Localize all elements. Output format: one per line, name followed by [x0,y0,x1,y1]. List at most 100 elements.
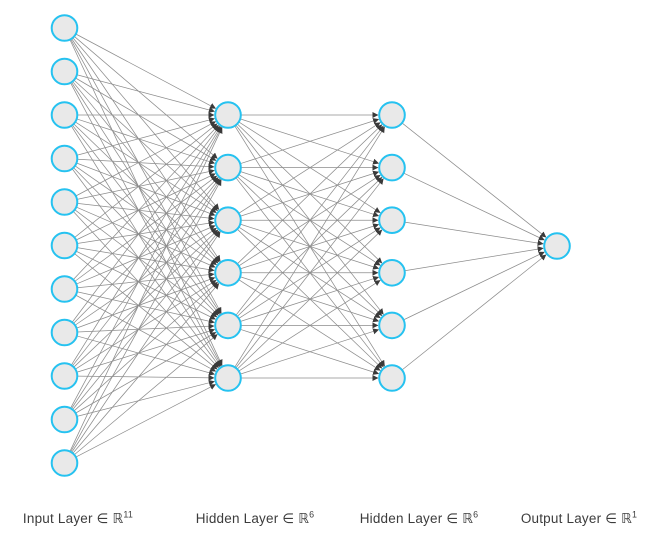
edge [75,121,216,197]
neuron-hidden-1-1 [214,101,242,129]
edge [75,250,216,320]
neuron-input-7 [50,275,79,303]
edge [71,38,221,262]
edge [73,177,219,324]
neuron-hidden-1-6 [214,364,242,392]
edge [235,125,384,316]
neuron-hidden-2-5 [378,311,406,340]
edge [75,294,217,372]
edge [240,328,380,375]
edge [74,227,217,326]
edge [76,117,215,156]
edge [238,280,381,372]
edge [401,254,547,371]
neuron-input-10 [50,405,79,434]
edges [69,33,547,458]
edge [73,229,219,368]
edge [75,33,216,109]
edge [234,126,385,368]
edge [72,81,220,263]
edge [74,253,218,370]
neuron-input-9 [50,362,79,390]
edge [71,125,220,323]
edge [403,172,545,241]
edge [75,332,217,414]
edge [76,168,215,200]
neuron-hidden-2-4 [378,259,406,287]
edge [404,221,544,246]
layer-label-hidden-layer-1: Hidden Layer ∈ ℝ6 [196,510,315,527]
edge [235,178,384,369]
neuron-hidden-2-1 [378,101,406,129]
neuron-input-2 [50,57,79,86]
layer-label-input-layer: Input Layer ∈ ℝ11 [23,510,133,527]
edge [238,122,381,214]
edge [236,229,383,370]
neuron-hidden-1-2 [214,153,242,182]
neuron-hidden-2-2 [378,153,406,182]
edge [72,178,220,367]
edge [76,74,215,113]
edge [76,118,216,165]
edge [72,37,220,210]
layer-label-hidden-layer-2: Hidden Layer ∈ ℝ6 [360,510,479,527]
edge [70,179,222,452]
neuron-input-4 [50,144,79,173]
edge [73,79,218,212]
edge [77,158,215,170]
edge [71,231,221,453]
layer-dimension-superscript: 6 [473,509,479,520]
edge [404,246,544,272]
neuron-output-1 [543,232,571,260]
edge [71,179,221,409]
edge [73,36,218,159]
neuron-hidden-1-5 [214,311,242,340]
edge [72,283,220,454]
edge [73,281,218,412]
neurons [50,14,571,477]
layer-label-output-layer: Output Layer ∈ ℝ1 [521,510,637,527]
neuron-input-5 [50,188,79,216]
edge [75,384,216,458]
layer-label-text: Input Layer ∈ ℝ [22,511,124,526]
layer-dimension-superscript: 11 [123,509,134,520]
edge [74,334,218,456]
edge [74,209,218,318]
edge [71,82,221,314]
neuron-input-3 [50,101,79,129]
edge [74,123,218,238]
edge [77,220,215,244]
edge [77,374,215,381]
neuron-hidden-1-4 [214,259,242,287]
layer-label-text: Output Layer ∈ ℝ [520,511,633,526]
edge [75,121,217,213]
layer-label-text: Hidden Layer ∈ ℝ [359,511,474,526]
edge [70,126,221,366]
edge [76,379,215,417]
layer-dimension-superscript: 6 [309,509,315,520]
neuron-input-6 [50,231,79,260]
edge [77,203,215,222]
edge [72,124,220,315]
edge [75,173,216,241]
layer-dimension-superscript: 1 [632,509,638,520]
edge [236,124,383,265]
edge [240,118,380,165]
edge [76,206,216,268]
edge [401,122,547,238]
edge [73,167,219,316]
edge [72,124,219,280]
neuron-hidden-2-6 [378,364,406,392]
neuron-hidden-1-3 [214,206,242,234]
edge [77,323,215,333]
layer-label-text: Hidden Layer ∈ ℝ [195,511,310,526]
edge [74,165,217,266]
edge [73,123,219,264]
edge [76,225,216,285]
neuron-input-1 [50,14,79,42]
edge [74,175,218,282]
neuron-input-8 [50,318,79,347]
edge [75,279,217,370]
